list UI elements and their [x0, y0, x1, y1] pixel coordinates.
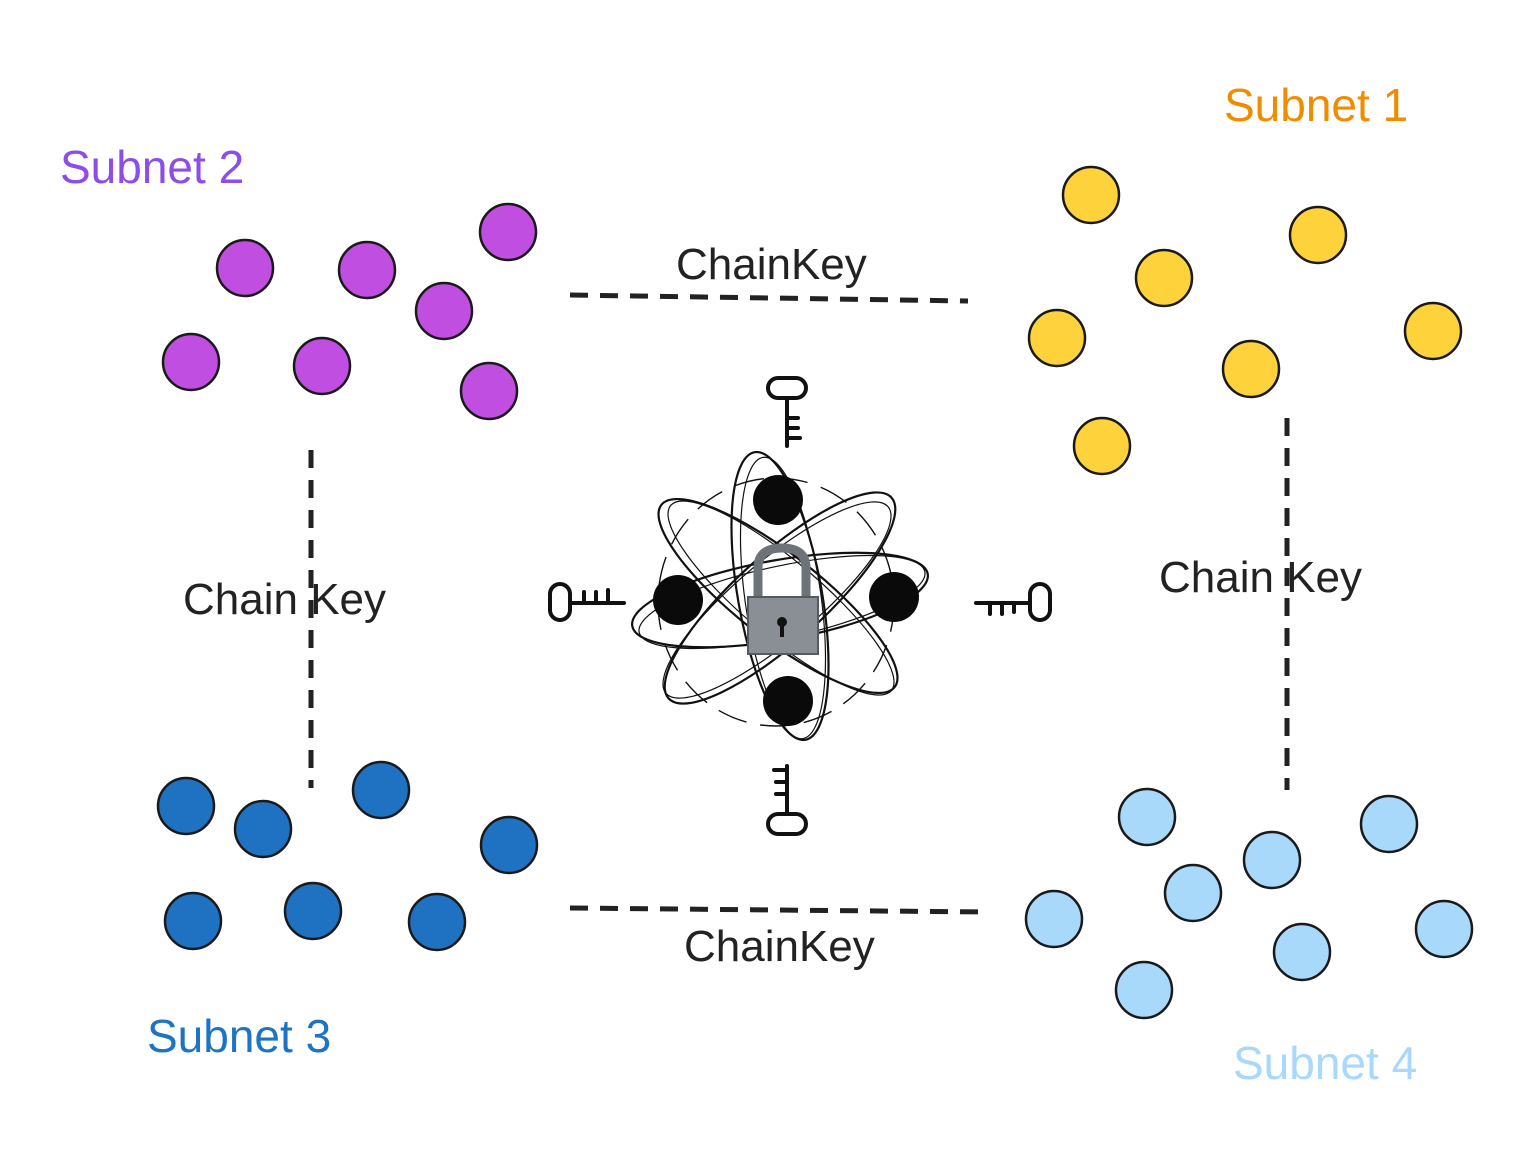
nucleus-top — [753, 475, 803, 525]
nucleus-left — [653, 575, 703, 625]
key-icon-bottom — [766, 764, 808, 836]
subnet-3-node — [479, 815, 539, 875]
padlock-icon — [747, 543, 819, 655]
subnet-1-node — [1072, 416, 1132, 476]
subnet-1-nodes — [1027, 165, 1463, 476]
subnet-3-nodes — [156, 760, 539, 952]
connection-label-bottom: ChainKey — [684, 922, 875, 971]
subnet-2-node — [478, 202, 538, 262]
subnet-1-node — [1134, 248, 1194, 308]
connection-lines — [308, 292, 1290, 915]
connection-label-top: ChainKey — [676, 240, 867, 289]
subnet-1-label: Subnet 1 — [1224, 79, 1409, 131]
key-icon-top — [766, 376, 808, 448]
subnet-1-node — [1027, 308, 1087, 368]
key-icon-left — [548, 582, 626, 622]
subnet-4-node — [1242, 830, 1302, 890]
subnet-2-node — [292, 336, 352, 396]
subnet-3-label: Subnet 3 — [147, 1010, 332, 1062]
subnet-4-node — [1117, 787, 1177, 847]
subnet-4-node — [1114, 960, 1174, 1020]
subnet-1-node — [1288, 205, 1348, 265]
subnet-4-node — [1414, 899, 1474, 959]
subnet-3-node — [156, 776, 216, 836]
subnet-3-node — [233, 799, 293, 859]
subnet-2-node — [414, 281, 474, 341]
subnet-4-nodes — [1024, 787, 1474, 1020]
connection-label-left: Chain Key — [183, 575, 387, 624]
subnet-3-node — [351, 760, 411, 820]
subnet-4-node — [1272, 922, 1332, 982]
connection-line-top — [569, 292, 969, 304]
subnet-3-node — [163, 891, 223, 951]
subnet-2-node — [215, 238, 275, 298]
subnet-3-node — [283, 881, 343, 941]
subnet-3-node — [407, 892, 467, 952]
subnet-1-node — [1061, 165, 1121, 225]
atom-nuclei — [653, 475, 919, 726]
connection-line-bottom — [569, 905, 986, 915]
subnet-2-node — [337, 240, 397, 300]
subnet-2-nodes — [161, 202, 538, 421]
subnet-4-label: Subnet 4 — [1233, 1037, 1418, 1089]
nucleus-right — [869, 572, 919, 622]
subnet-2-node — [459, 361, 519, 421]
nucleus-bottom — [763, 676, 813, 726]
connection-label-right: Chain Key — [1159, 553, 1363, 602]
subnet-1-node — [1403, 301, 1463, 361]
key-icon-right — [974, 582, 1052, 622]
subnet-2-label: Subnet 2 — [60, 141, 245, 193]
subnet-4-node — [1024, 889, 1084, 949]
subnet-4-node — [1359, 794, 1419, 854]
subnet-2-node — [161, 332, 221, 392]
subnet-4-node — [1163, 863, 1223, 923]
subnet-1-node — [1221, 339, 1281, 399]
